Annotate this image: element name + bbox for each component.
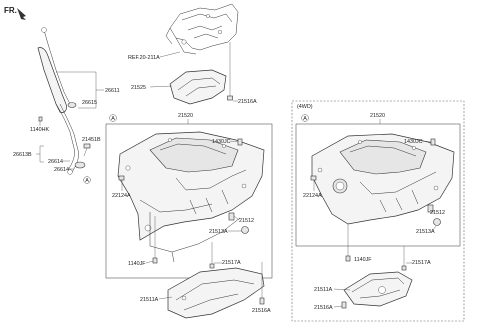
- gasket-icon: [67, 102, 77, 108]
- label-21512-mid: 21512: [239, 218, 254, 224]
- engine-block-ref: [165, 3, 239, 55]
- label-21516A-right: 21516A: [314, 305, 333, 311]
- label-1140JF-mid: 1140JF: [128, 261, 146, 267]
- svg-text:A: A: [85, 178, 89, 184]
- oil-baffle-plate: [169, 69, 227, 105]
- label-22124A-right: 22124A: [303, 193, 322, 199]
- label-21517A-mid: 21517A: [222, 260, 241, 266]
- label-1140JF-right: 1140JF: [354, 257, 372, 263]
- label-21513A-right: 21513A: [416, 229, 435, 235]
- label-21517A-right: 21517A: [412, 260, 431, 266]
- front-arrow: FR.: [4, 6, 26, 20]
- label-26615: 26615: [82, 100, 97, 106]
- awd-region: [291, 100, 465, 322]
- label-21512-right: 21512: [430, 210, 445, 216]
- label-22124A-mid: 22124A: [112, 193, 131, 199]
- svg-text:A: A: [111, 116, 115, 122]
- label-21520-right: 21520: [370, 113, 385, 119]
- label-21516A-top: 21516A: [238, 99, 257, 105]
- fr-label: FR.: [4, 6, 17, 15]
- oil-pan-4wd-frame: [295, 123, 461, 247]
- oil-level-gauge-assembly: [37, 27, 79, 175]
- label-21451B: 21451B: [82, 137, 101, 143]
- oil-pan-upper-4wd: [311, 133, 455, 225]
- label-21520-mid: 21520: [178, 113, 193, 119]
- label-26611: 26611: [105, 88, 120, 94]
- oil-pan-upper-mid: [117, 131, 265, 263]
- label-26613B: 26613B: [13, 152, 32, 158]
- oil-pan-lower-mid: [167, 267, 265, 319]
- awd-label: (4WD): [297, 104, 313, 110]
- label-21511A-right: 21511A: [314, 287, 333, 293]
- label-21516A-mid: 21516A: [252, 308, 271, 314]
- oil-pan-lower-4wd: [343, 271, 413, 307]
- label-1430JC-right: 1430JC: [404, 139, 423, 145]
- label-1140HK: 1140HK: [30, 127, 49, 133]
- label-1430JC-mid: 1430JC: [212, 139, 231, 145]
- bolt-icon: [227, 95, 233, 101]
- ref-label[interactable]: REF.20-211A: [128, 55, 160, 61]
- label-26614-a: 26614: [48, 159, 63, 165]
- label-21525: 21525: [131, 85, 146, 91]
- circle-a-right[interactable]: [301, 114, 309, 122]
- label-21513A-mid: 21513A: [209, 229, 228, 235]
- circle-a-mid[interactable]: [109, 114, 117, 122]
- label-26614-b: 26614: [54, 167, 69, 173]
- plug-icon: [237, 138, 243, 146]
- circle-a-left[interactable]: [83, 176, 91, 184]
- o-ring-icon: [74, 161, 86, 169]
- svg-text:A: A: [303, 116, 307, 122]
- label-21511A-mid: 21511A: [140, 297, 159, 303]
- arrow-icon: [17, 8, 26, 20]
